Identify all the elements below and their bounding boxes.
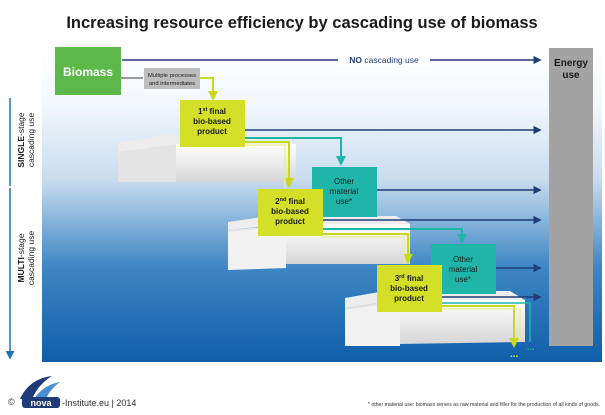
institute-text: -Institute.eu | 2014: [62, 398, 136, 408]
other-material-2-line3: use*: [455, 275, 471, 284]
product-1-other-arrow: [245, 137, 346, 166]
multiple-processes-line1: Multiple processes: [148, 73, 196, 79]
copyright-symbol: ©: [8, 397, 15, 407]
product-3-line1: 3rd final: [395, 274, 424, 283]
energy-use-bar: [549, 48, 593, 346]
product-2-num: 2: [275, 197, 280, 206]
product-1-next-arrow-b: [245, 144, 286, 188]
product-3-word: final: [405, 274, 424, 283]
no-cascading-label: NO cascading use: [349, 55, 419, 65]
svg-text:MULTI-stage: MULTI-stage: [16, 233, 26, 282]
multi-stage-bold: MULTI: [16, 257, 26, 282]
product-2-line2: bio-based: [271, 207, 309, 216]
product-1-num: 1: [198, 107, 203, 116]
product-2-next-arrow-a: [323, 233, 413, 264]
product-2-word: final: [286, 197, 305, 206]
svg-text:SINGLE-stage: SINGLE-stage: [16, 112, 26, 168]
ellipsis-teal: ...: [527, 342, 535, 352]
product-3-other-arrow: [442, 302, 531, 342]
product-3-sup: rd: [399, 274, 405, 280]
multiple-processes-box: [144, 68, 200, 89]
no-cascading-bold: NO: [349, 55, 362, 65]
energy-use-line1: Energy: [554, 58, 588, 69]
other-material-1-line2: material: [330, 187, 359, 196]
other-material-2-line1: Other: [453, 255, 473, 264]
single-stage-rest: -stage: [16, 112, 26, 136]
multiple-processes-line2: and intermediates: [149, 81, 195, 87]
product-3-box: [377, 265, 442, 312]
biomass-label: Biomass: [63, 65, 113, 79]
product-3-next-arrow-b: [442, 308, 521, 340]
product-3-num: 3: [395, 274, 400, 283]
single-stage-line2: cascading use: [26, 113, 36, 168]
processes-to-product1-arrow: [200, 77, 218, 101]
product-1-next-arrow-a: [245, 141, 294, 188]
single-stage-label: SINGLE-stage cascading use: [16, 112, 36, 168]
multi-stage-rest: -stage: [16, 233, 26, 257]
other-material-2-line2: material: [449, 265, 478, 274]
no-cascading-rest: cascading use: [362, 55, 419, 65]
diagram-title: Increasing resource efficiency by cascad…: [66, 14, 537, 32]
product-2-next-arrow-b: [323, 236, 405, 264]
product-2-box: [258, 189, 323, 236]
footnote: * other material use: biomass serves as …: [368, 402, 600, 408]
product-1-line3: product: [197, 127, 227, 136]
energy-use-line2: use: [562, 70, 580, 81]
biomass-box: [55, 47, 121, 95]
multi-stage-line2: cascading use: [26, 231, 36, 286]
multi-stage-label: MULTI-stage cascading use: [16, 231, 36, 286]
single-stage-bold: SINGLE: [16, 136, 26, 168]
other-material-1-line3: use*: [336, 197, 352, 206]
product-3-next-arrow-a: [442, 305, 519, 348]
nova-logo: nova: [20, 376, 60, 408]
other-material-1-line1: Other: [334, 177, 354, 186]
product-2-line3: product: [275, 217, 305, 226]
product-3-line2: bio-based: [390, 284, 428, 293]
product-1-line1: 1st final: [198, 107, 226, 116]
product-1-line2: bio-based: [193, 117, 231, 126]
product-1-sup: st: [202, 107, 207, 113]
product-2-line1: 2nd final: [275, 197, 305, 206]
nova-logo-text: nova: [30, 398, 52, 408]
product-1-word: final: [207, 107, 226, 116]
product-1-box: [180, 100, 245, 147]
product-3-line3: product: [394, 294, 424, 303]
product-2-sup: nd: [280, 197, 287, 203]
product-2-other-arrow: [323, 228, 467, 244]
ellipsis-yellow: ...: [510, 349, 519, 360]
